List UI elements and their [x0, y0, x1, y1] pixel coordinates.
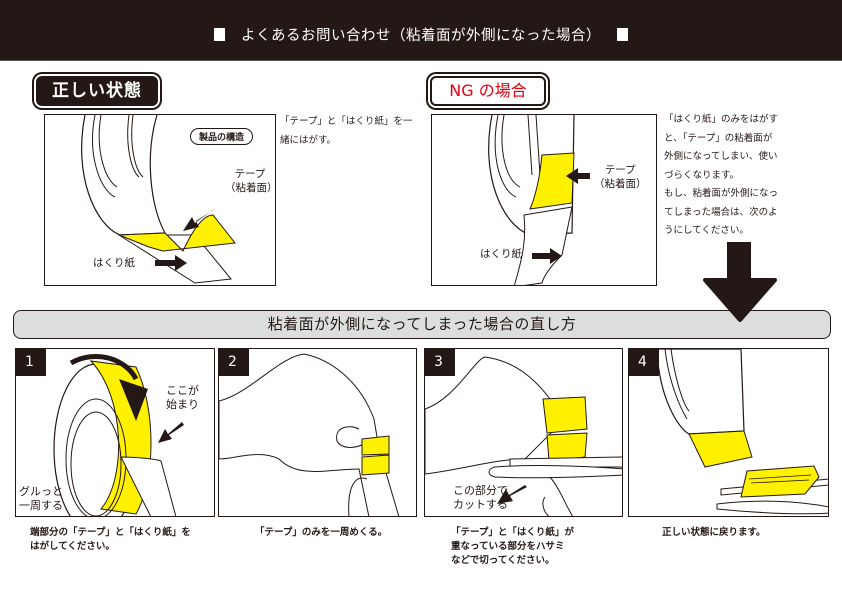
ng-state-label: NG の場合 [430, 76, 546, 106]
header-bar [0, 0, 842, 61]
step-1-illustration [53, 354, 184, 516]
step-2-caption: 「テープ」のみを一周めくる。 [255, 527, 388, 538]
correct-state-illustration: 製品の構造 テープ （粘着面） はくり紙 [44, 114, 276, 286]
tape-roll-correct-illustration [81, 115, 236, 284]
start-here-note: ここが 始まり [166, 384, 199, 411]
square-bullet-icon [214, 28, 225, 41]
liner-label: はくり紙 [93, 257, 135, 269]
page-title: よくあるお問い合わせ（粘着面が外側になった場合） [241, 28, 601, 44]
ng-tape-adhesive-label: テープ （粘着面） [594, 164, 647, 190]
tape-adhesive-label: テープ （粘着面） [225, 168, 276, 194]
fix-method-banner: 粘着面が外側になってしまった場合の直し方 [13, 310, 831, 339]
step-3-illustration [425, 356, 622, 516]
down-arrow-icon [703, 242, 777, 322]
correct-state-description: 「テープ」と「はくり紙」を一緒にはがす。 [280, 116, 413, 146]
step-2-panel: 2 [218, 348, 417, 517]
step-4-caption: 正しい状態に戻ります。 [662, 527, 766, 538]
step-1-caption: 端部分の「テープ」と「はくり紙」を はがしてください。 [30, 527, 191, 552]
step-2-illustration [219, 353, 400, 516]
step-number: 4 [629, 349, 659, 376]
ng-state-illustration: テープ （粘着面） はくり紙 [431, 114, 657, 286]
step-number: 2 [219, 349, 249, 376]
step-4-illustration [656, 349, 828, 515]
step-number: 3 [425, 349, 455, 376]
ng-liner-label: はくり紙 [480, 248, 522, 260]
step-4-panel: 4 [628, 348, 829, 517]
cut-here-note: この部分で カットする [453, 484, 508, 511]
product-structure-tag: 製品の構造 [190, 128, 254, 145]
step-number: 1 [16, 349, 46, 376]
step-3-panel: 3 この部分で カットする [424, 348, 623, 517]
step-1-panel: 1 ここが 始まり グルっと 一周する [15, 348, 215, 517]
step-3-caption: 「テープ」と「はくり紙」が 重なっている部分をハサミ などで切ってください。 [451, 527, 574, 566]
ng-state-description: 「はくり紙」のみをはがす と、「テープ」の粘着面が 外側になってしまい、使い づ… [664, 114, 779, 236]
correct-state-label: 正しい状態 [36, 76, 158, 106]
tape-roll-ng-illustration [488, 115, 590, 285]
header-title-row: よくあるお問い合わせ（粘着面が外側になった場合） [0, 24, 842, 45]
rotate-once-note: グルっと 一周する [19, 485, 63, 512]
square-bullet-icon [617, 28, 628, 41]
